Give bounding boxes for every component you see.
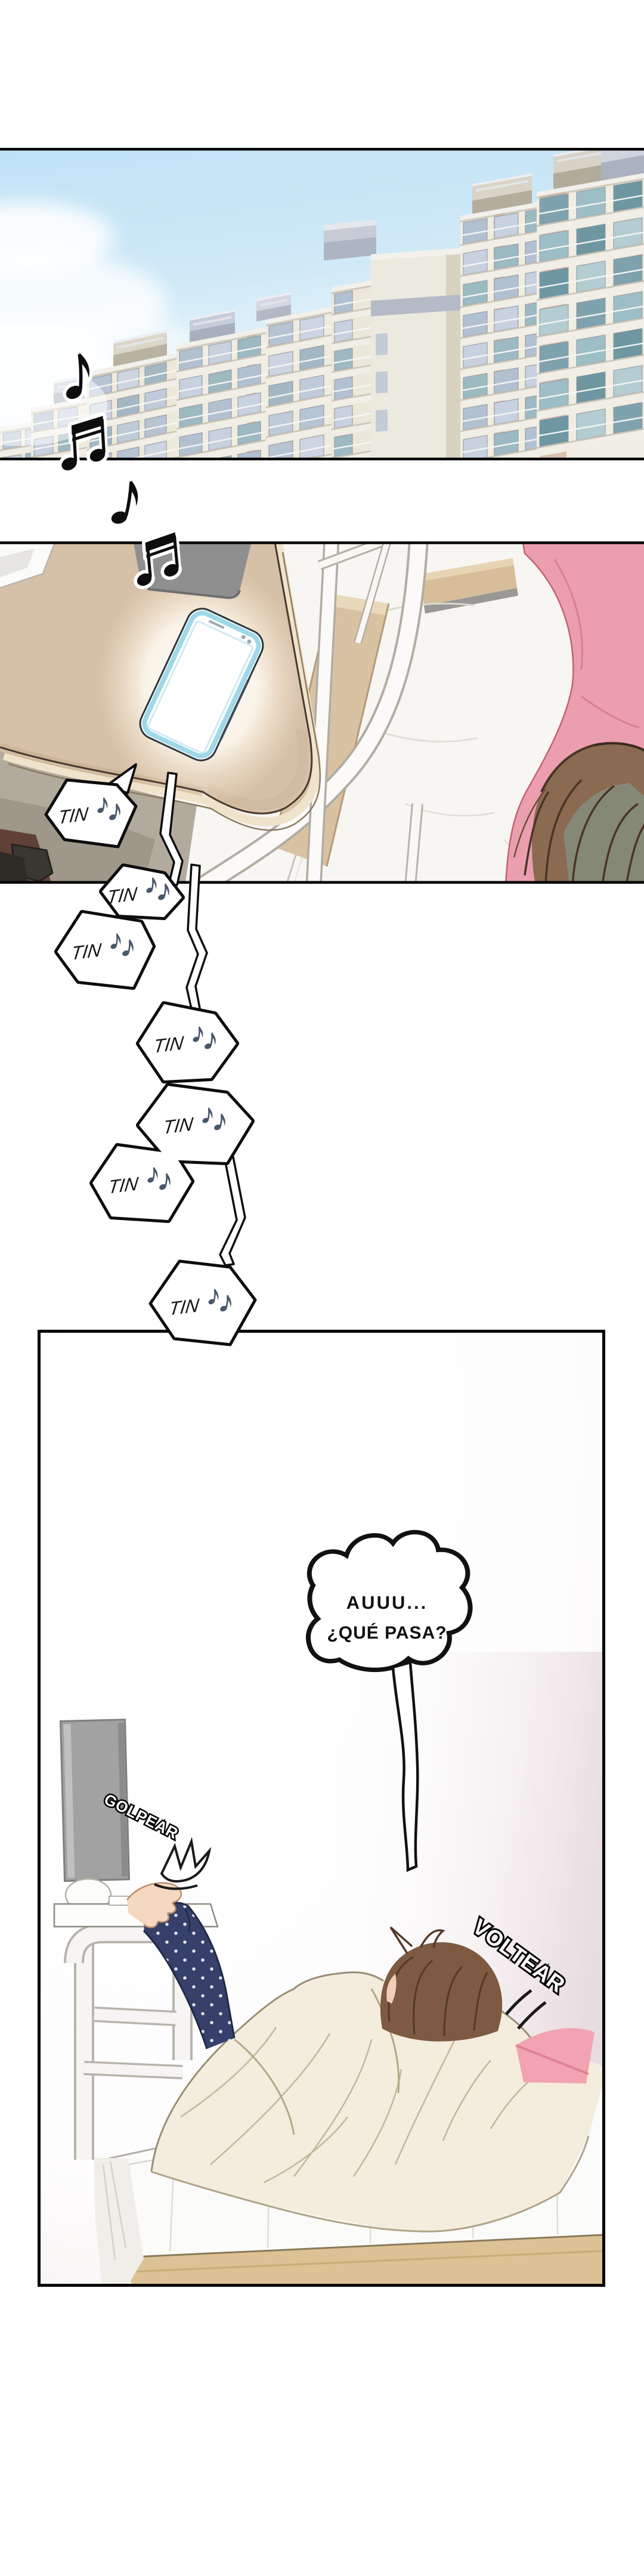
svg-text:¿QUÉ PASA?: ¿QUÉ PASA? (327, 1623, 447, 1643)
svg-text:TIN: TIN (168, 1294, 200, 1319)
svg-text:TIN: TIN (107, 1172, 140, 1197)
svg-text:TIN: TIN (57, 803, 89, 828)
svg-text:TIN: TIN (162, 1113, 194, 1138)
svg-text:TIN: TIN (70, 939, 103, 964)
svg-text:AUUU...: AUUU... (346, 1592, 428, 1613)
svg-text:TIN: TIN (152, 1032, 185, 1057)
svg-text:TIN: TIN (106, 883, 138, 908)
